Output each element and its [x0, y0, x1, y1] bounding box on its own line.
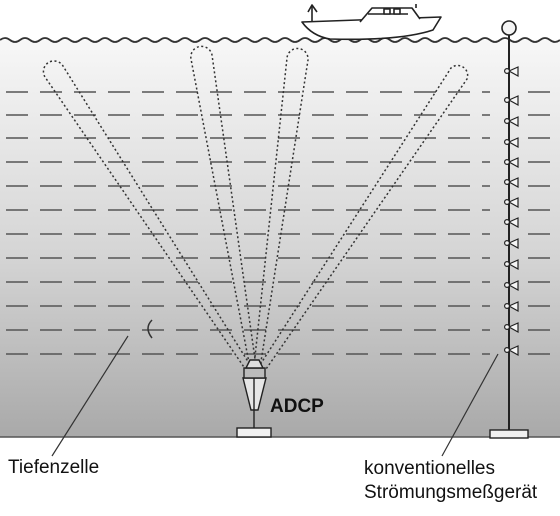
adcp-label: ADCP	[270, 396, 324, 417]
adcp-instrument-icon	[236, 359, 272, 438]
acoustic-beams	[42, 45, 469, 373]
mooring-anchor	[489, 429, 529, 439]
boat-icon	[301, 4, 442, 41]
current-meter-label: konventionelles Strömungsmeßgerät	[364, 457, 537, 505]
beam-left-inner	[190, 45, 257, 369]
beam-right-outer	[257, 64, 469, 373]
water-surface	[0, 37, 560, 43]
mooring	[441, 20, 529, 457]
buoy-icon	[501, 20, 517, 36]
depth-cell-label: Tiefenzelle	[8, 457, 100, 478]
current-meter-leader	[441, 353, 499, 457]
current-meter-icon	[504, 66, 519, 357]
depth-cell-leader	[51, 335, 129, 457]
beam-left-outer	[42, 60, 253, 371]
current-meter-label-line2: Strömungsmeßgerät	[364, 482, 538, 503]
current-meter-label-line1: konventionelles	[364, 458, 495, 479]
beam-right-inner	[253, 47, 309, 369]
depth-cell-marker	[147, 319, 153, 339]
